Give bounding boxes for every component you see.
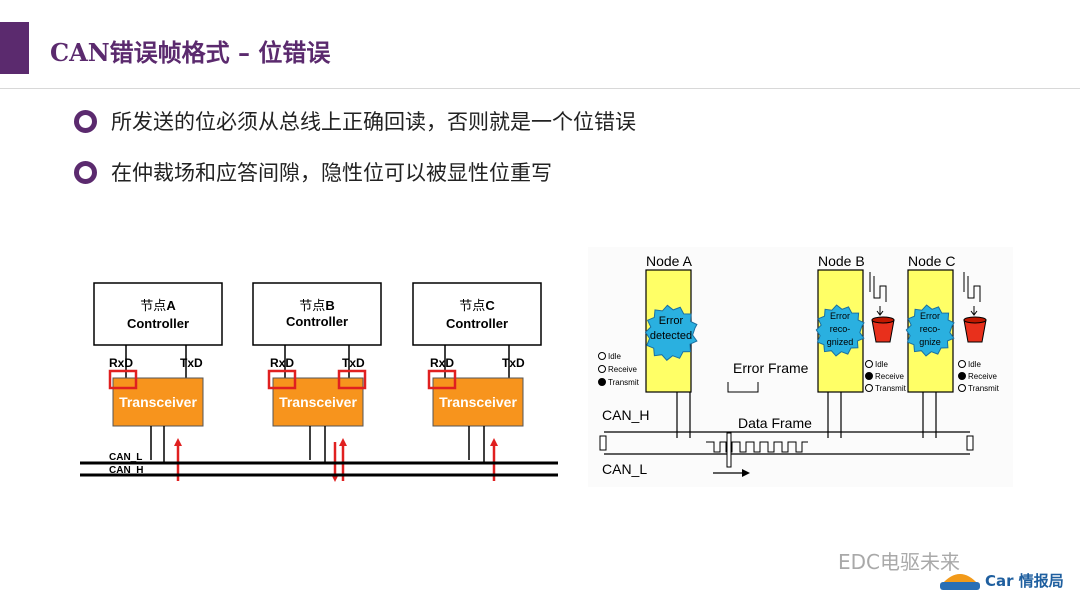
watermark-logo-icon bbox=[940, 574, 980, 590]
can-h-label: CAN_H bbox=[109, 465, 143, 476]
node-c-label: Node C bbox=[908, 253, 955, 269]
error-frame-pulse bbox=[727, 382, 759, 393]
svg-text:Receive: Receive bbox=[875, 372, 904, 381]
svg-text:Transmit: Transmit bbox=[608, 378, 640, 387]
controller-box bbox=[93, 282, 223, 346]
title-accent-bar bbox=[0, 22, 29, 74]
bullet-item-1: 所发送的位必须从总线上正确回读，否则就是一个位错误 bbox=[74, 106, 636, 136]
node-label: 节点A bbox=[140, 298, 176, 313]
svg-text:Idle: Idle bbox=[875, 360, 888, 369]
bucket-b-icon bbox=[871, 316, 895, 343]
rxd-label: RxD bbox=[270, 356, 294, 370]
can-h-label: CAN_H bbox=[602, 407, 649, 423]
controller-box bbox=[252, 282, 382, 346]
rxd-label: RxD bbox=[430, 356, 454, 370]
bullet-ring-icon bbox=[74, 160, 97, 184]
burst-a-line2: detected bbox=[650, 330, 692, 342]
terminator-left bbox=[599, 435, 607, 451]
node-a-label: Node A bbox=[646, 253, 693, 269]
watermark-brand: Car 情报局 bbox=[985, 572, 1064, 590]
right-error-diagram: Node A Node B Node C Error detected Erro… bbox=[588, 247, 1013, 487]
error-burst-a bbox=[644, 304, 698, 361]
page-title: CAN错误帧格式 – 位错误 bbox=[50, 38, 331, 67]
svg-text:Transmit: Transmit bbox=[968, 384, 1000, 393]
node-label: 节点B bbox=[299, 298, 334, 313]
bit-marker bbox=[726, 432, 732, 468]
txd-highlight bbox=[337, 369, 367, 390]
node-b-label: Node B bbox=[818, 253, 865, 269]
bullet-text: 在仲裁场和应答间隙，隐性位可以被显性位重写 bbox=[111, 161, 552, 185]
rxd-highlight bbox=[267, 369, 297, 390]
svg-text:Transmit: Transmit bbox=[875, 384, 907, 393]
watermark-text: EDC电驱未来 bbox=[838, 550, 961, 574]
transceiver-label: Transceiver bbox=[439, 394, 517, 410]
burst-c-line3: gnize bbox=[919, 337, 941, 347]
svg-text:Idle: Idle bbox=[608, 352, 621, 361]
node-label: 节点C bbox=[459, 298, 495, 313]
legend-a: Idle Receive Transmit bbox=[598, 352, 640, 387]
error-burst-b bbox=[815, 304, 865, 357]
waveform-c-icon bbox=[963, 272, 981, 316]
controller-label: Controller bbox=[127, 316, 189, 331]
rxd-highlight bbox=[427, 369, 457, 390]
data-frame-wave bbox=[706, 441, 808, 453]
controller-label: Controller bbox=[446, 316, 508, 331]
burst-b-line3: gnized bbox=[827, 337, 854, 347]
burst-b-line2: reco- bbox=[830, 324, 851, 334]
bullet-text: 所发送的位必须从总线上正确回读，否则就是一个位错误 bbox=[111, 110, 636, 134]
can-l-label: CAN_L bbox=[602, 461, 647, 477]
txd-label: TxD bbox=[180, 356, 203, 370]
svg-text:Receive: Receive bbox=[968, 372, 997, 381]
svg-text:Idle: Idle bbox=[968, 360, 981, 369]
title-divider bbox=[0, 88, 1080, 89]
can-l-label: CAN_L bbox=[109, 452, 142, 463]
rxd-highlight bbox=[108, 369, 138, 390]
controller-box bbox=[412, 282, 542, 346]
burst-a-line1: Error bbox=[659, 315, 684, 327]
bucket-c-icon bbox=[963, 316, 987, 343]
bullet-ring-icon bbox=[74, 109, 97, 133]
transceiver-label: Transceiver bbox=[119, 394, 197, 410]
node-b: 节点B Controller RxD TxD Transceiver bbox=[252, 282, 382, 482]
rxd-label: RxD bbox=[109, 356, 133, 370]
error-frame-label: Error Frame bbox=[733, 360, 809, 376]
txd-label: TxD bbox=[502, 356, 525, 370]
controller-label: Controller bbox=[286, 314, 348, 329]
error-burst-c bbox=[905, 304, 955, 357]
svg-text:Receive: Receive bbox=[608, 365, 637, 374]
burst-c-line2: reco- bbox=[920, 324, 941, 334]
transceiver-box bbox=[432, 377, 524, 427]
burst-c-line1: Error bbox=[920, 311, 940, 321]
waveform-b-icon bbox=[869, 272, 887, 316]
legend-b: Idle Receive Transmit bbox=[865, 360, 907, 393]
transceiver-box bbox=[112, 377, 204, 427]
terminator-right bbox=[966, 435, 974, 451]
bullet-item-2: 在仲裁场和应答间隙，隐性位可以被显性位重写 bbox=[74, 157, 552, 187]
left-bus-diagram: 节点A Controller RxD TxD Transceiver 节点B C… bbox=[80, 282, 558, 482]
legend-c: Idle Receive Transmit bbox=[958, 360, 1000, 393]
burst-b-line1: Error bbox=[830, 311, 850, 321]
transceiver-label: Transceiver bbox=[279, 394, 357, 410]
node-c: 节点C Controller RxD TxD Transceiver bbox=[412, 282, 542, 481]
transceiver-box bbox=[272, 377, 364, 427]
txd-label: TxD bbox=[342, 356, 365, 370]
data-frame-label: Data Frame bbox=[738, 415, 812, 431]
